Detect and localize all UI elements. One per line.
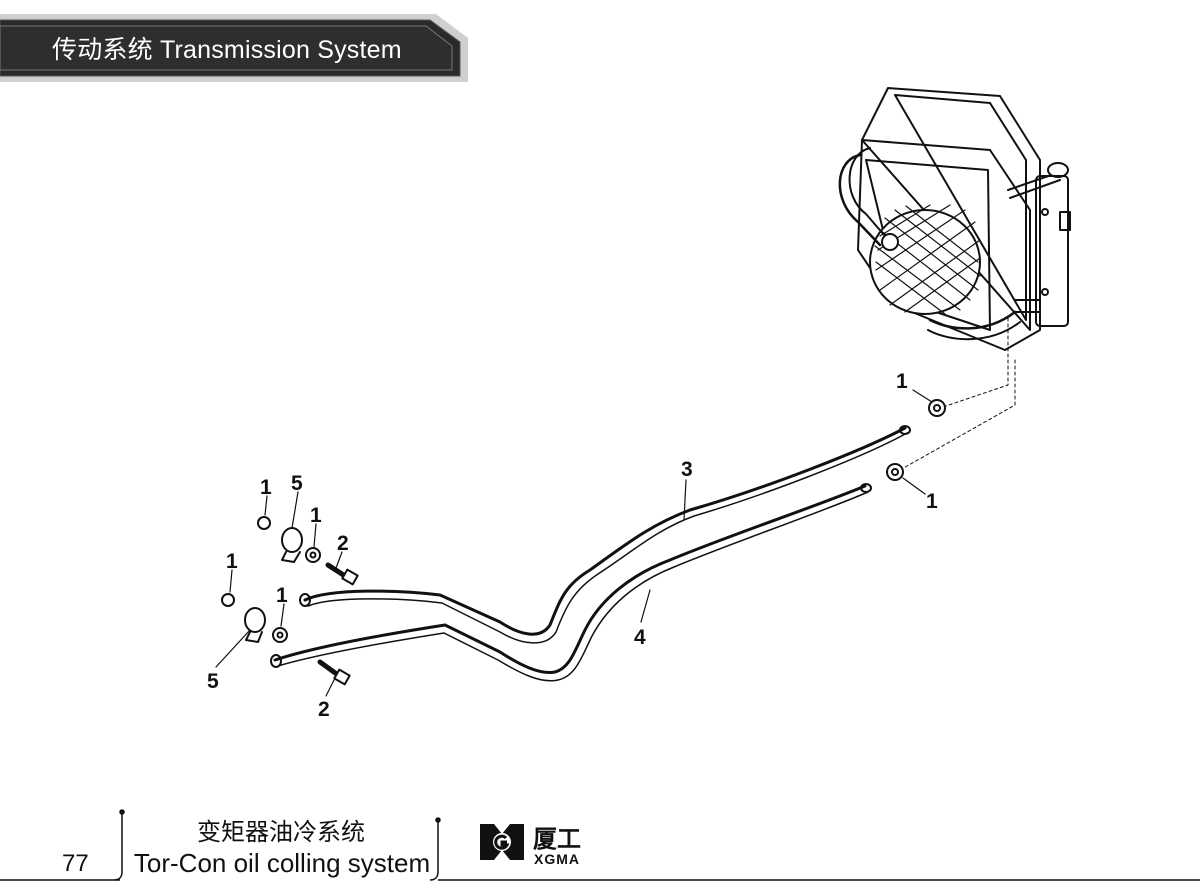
header-tab (0, 14, 468, 82)
callout-3: 3 (681, 458, 693, 481)
callout-5-lower: 5 (207, 670, 219, 693)
xgma-logo-icon (480, 824, 524, 860)
callout-1-upper-left: 1 (260, 476, 272, 499)
footer-title-chinese: 变矩器油冷系统 (197, 819, 365, 846)
callout-1-upper-mid: 1 (310, 504, 322, 527)
page-number: 77 (62, 850, 89, 877)
nut-icon (886, 399, 946, 481)
callout-1-lower-left: 1 (226, 550, 238, 573)
callout-2-upper: 2 (337, 532, 349, 555)
callout-1-lower-right: 1 (926, 490, 938, 513)
section-title: 传动系统 Transmission System (52, 36, 402, 64)
callout-4: 4 (634, 626, 646, 649)
radiator-icon (838, 87, 1071, 351)
callout-2-lower: 2 (318, 698, 330, 721)
hose-3 (303, 426, 907, 636)
callout-1-upper-right: 1 (896, 370, 908, 393)
brand-name-chinese: 厦工 (533, 826, 581, 853)
hose-4 (273, 484, 867, 675)
brand-name-english: XGMA (534, 851, 580, 867)
callout-1-lower-mid: 1 (276, 584, 288, 607)
clamp-assembly-upper (257, 516, 359, 586)
callout-5-upper: 5 (291, 472, 303, 495)
clamp-assembly-lower (221, 593, 351, 686)
footer-title-english: Tor-Con oil colling system (133, 848, 431, 878)
